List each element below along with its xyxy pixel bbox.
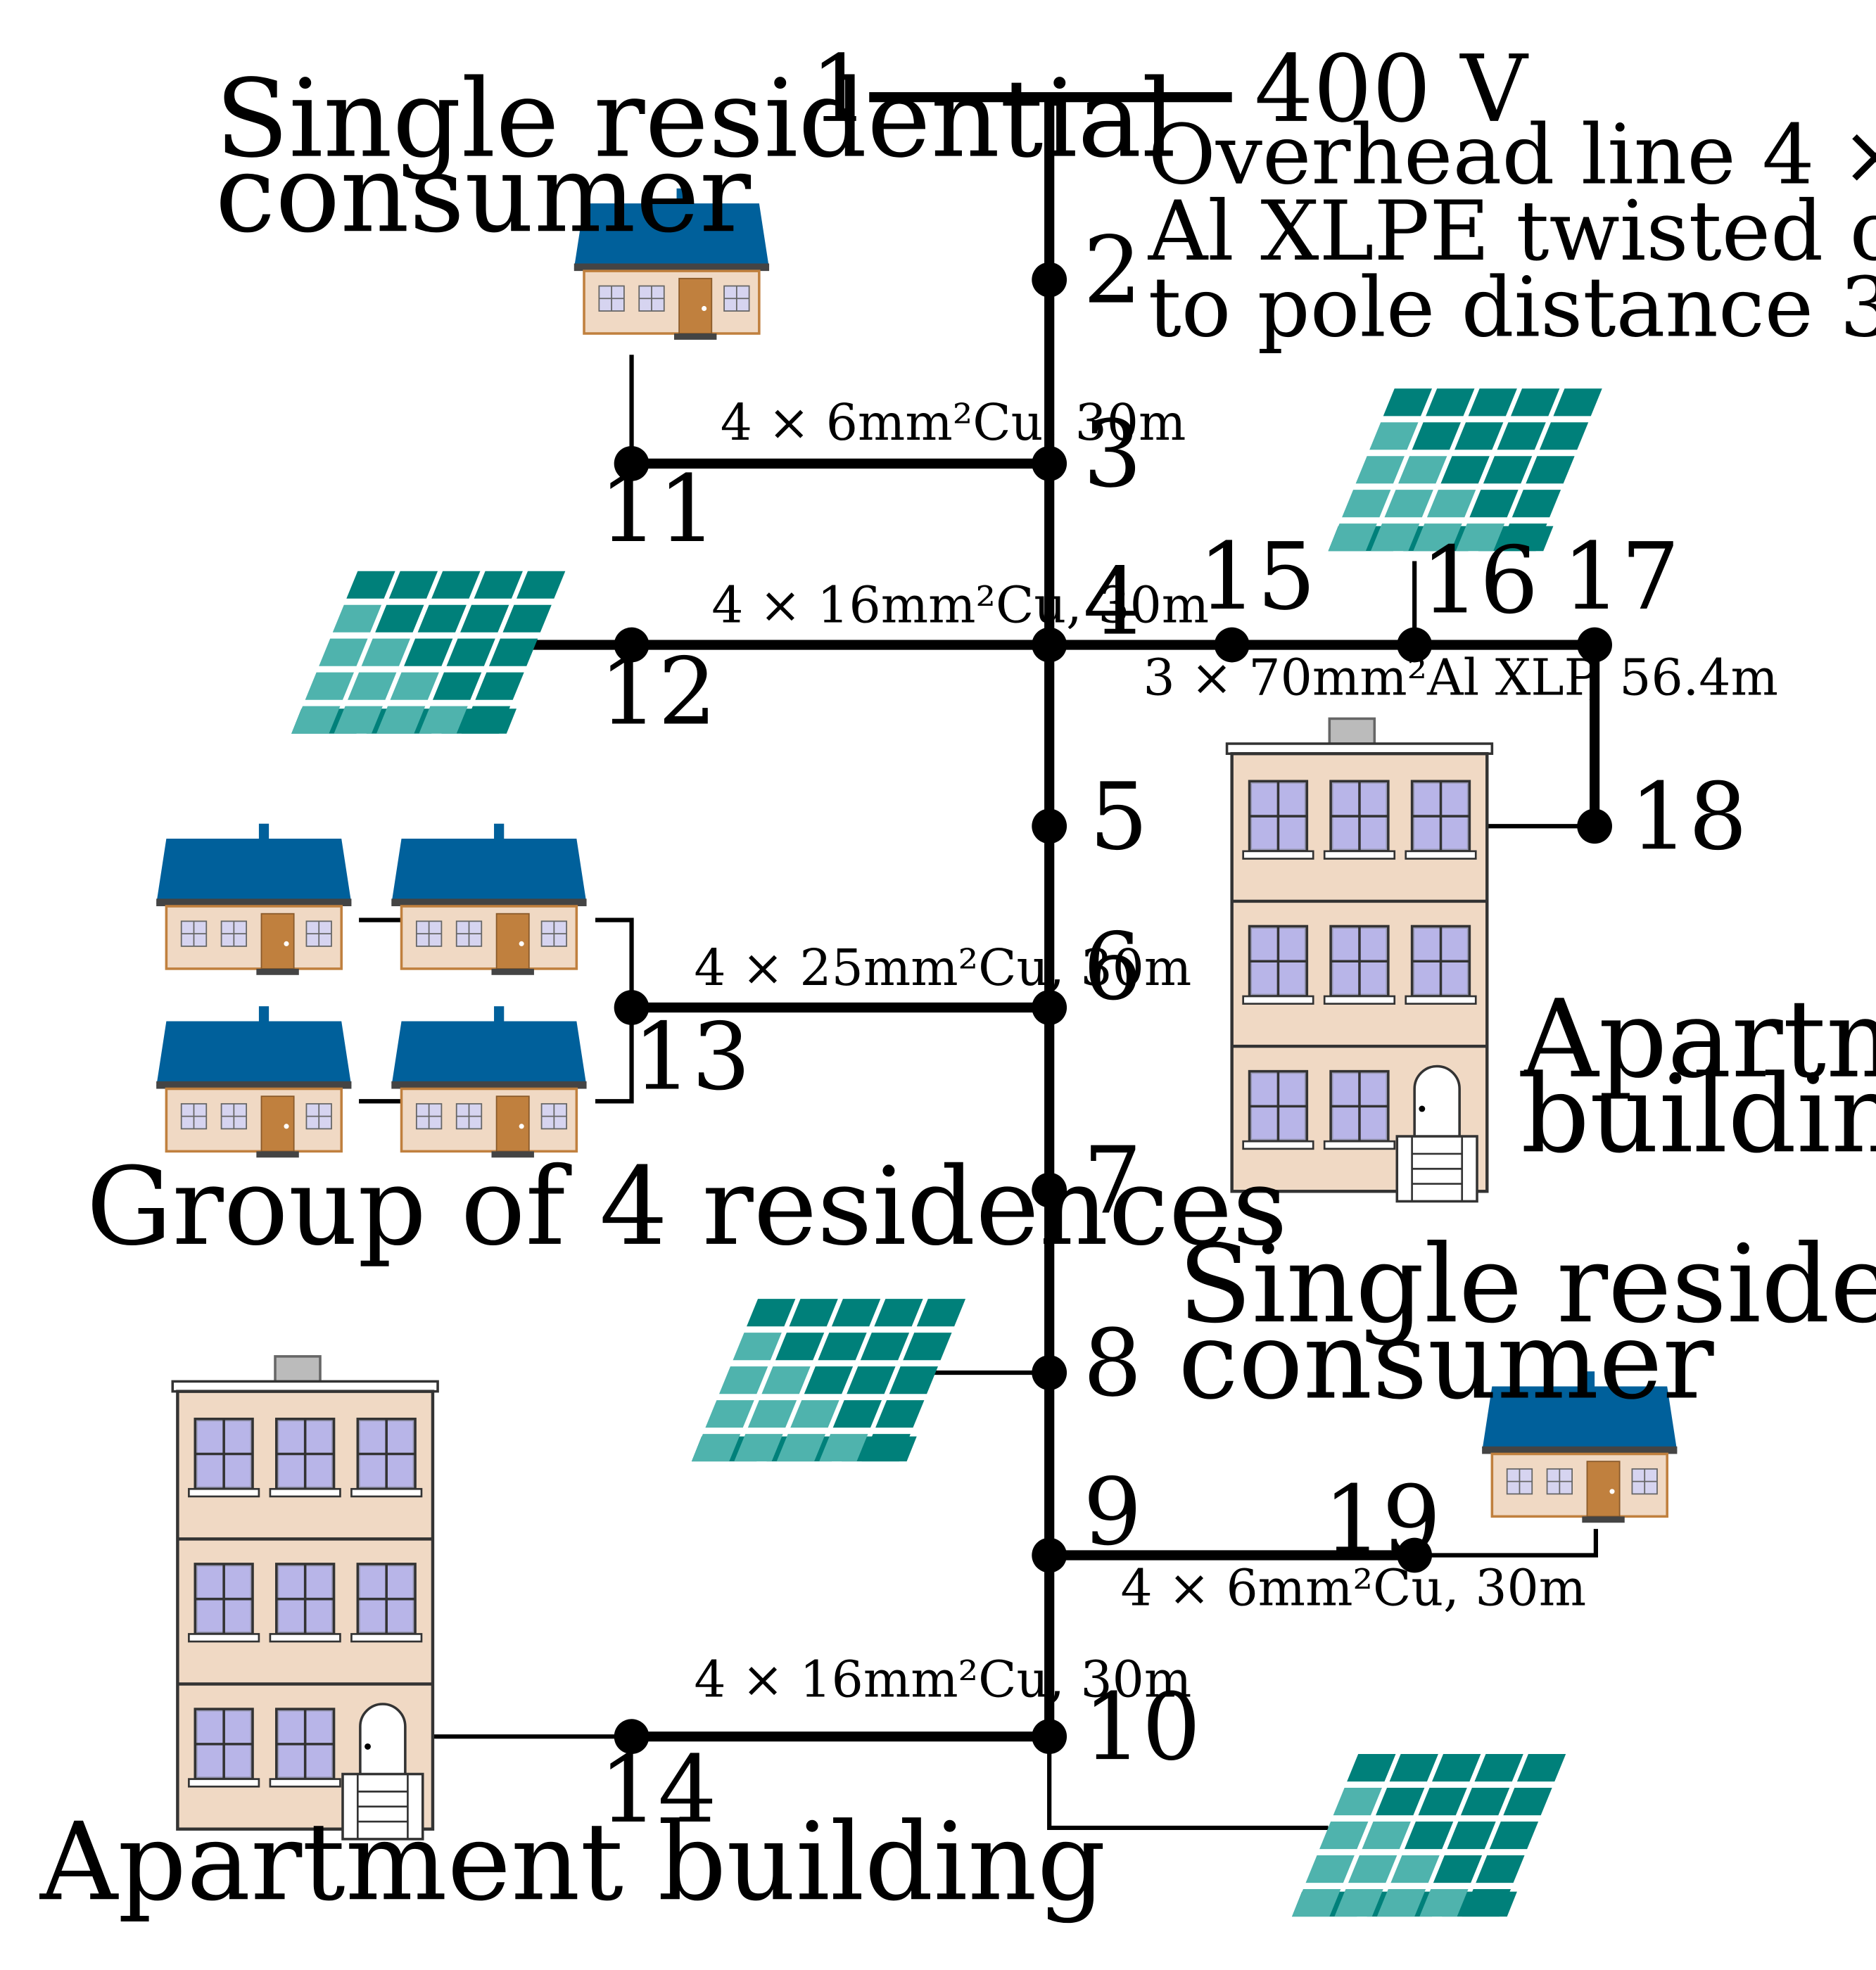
node-dot-4 [1032, 627, 1067, 663]
supply-voltage: 400 V [1255, 36, 1529, 144]
node-label-7: 7 [1083, 1127, 1142, 1235]
node-dot-9 [1032, 1537, 1067, 1573]
node-label-8: 8 [1083, 1310, 1142, 1418]
node-label-12: 12 [599, 639, 716, 746]
node-label-4: 4 [1083, 549, 1142, 656]
apartment-icon-left [172, 1356, 438, 1839]
node-dot-15 [1214, 627, 1250, 663]
node-dot-2 [1032, 262, 1067, 298]
node-label-6: 6 [1083, 914, 1142, 1022]
node-label-5: 5 [1089, 763, 1148, 871]
main-line-text-1: Overhead line 4 × 120mm² [1148, 107, 1876, 203]
cable-label-9-19: 4 × 6mm²Cu, 30m [1120, 1559, 1586, 1618]
main-line-text-3: to pole distance 35m [1148, 260, 1876, 356]
node-dot-16 [1397, 627, 1433, 663]
node-label-11: 11 [599, 456, 716, 564]
cable-label-10-14: 4 × 16mm²Cu, 30m [694, 1650, 1191, 1708]
node-label-9: 9 [1083, 1459, 1142, 1566]
label-top-single-line1: Single residential [215, 57, 1177, 182]
cable-label-3-11: 4 × 6mm²Cu, 30m [721, 393, 1186, 452]
node-dots [614, 262, 1612, 1755]
label-apartment-right-line1: Apartment [1520, 977, 1876, 1102]
node-label-1: 1 [811, 36, 870, 144]
node-label-10: 10 [1083, 1674, 1200, 1781]
node-label-14: 14 [599, 1736, 716, 1844]
node-label-16: 16 [1421, 527, 1538, 635]
cable-label-6-13: 4 × 25mm²Cu, 30m [694, 939, 1191, 997]
node-dot-6 [1032, 990, 1067, 1025]
node-dot-11 [614, 445, 649, 481]
label-group-of-residences: Group of 4 residences [87, 1145, 1288, 1270]
node-label-17: 17 [1562, 523, 1680, 631]
label-bottom-single-line2: consumer [1178, 1299, 1714, 1424]
solar-panel-icon-12 [291, 571, 566, 734]
solar-panel-icon-8 [691, 1299, 966, 1462]
cable-label-4-17: 3 × 70mm²Al XLP, 56.4m [1143, 649, 1777, 707]
node-dot-8 [1032, 1355, 1067, 1390]
node-dot-17 [1577, 627, 1612, 663]
main-line-description: Overhead line 4 × 120mm² Al XLPE twisted… [1148, 107, 1876, 356]
node-dot-18 [1577, 808, 1612, 844]
service-10-solar [1047, 1736, 1329, 1831]
node-label-2: 2 [1083, 217, 1142, 325]
node-label-3: 3 [1083, 401, 1142, 509]
apartment-icon-right [1227, 718, 1492, 1201]
node-dot-12 [614, 627, 649, 663]
solar-panel-icon-10 [1291, 1754, 1566, 1917]
node-label-15: 15 [1198, 523, 1316, 631]
node-dot-19 [1397, 1537, 1433, 1573]
house-icon-group-2 [390, 822, 588, 977]
house-icon-group-3 [155, 1005, 353, 1159]
node-dot-7 [1032, 1172, 1067, 1208]
service-19 [1414, 1529, 1598, 1558]
node-label-19: 19 [1323, 1466, 1440, 1574]
node-label-18: 18 [1630, 763, 1747, 871]
cable-label-4-12: 4 × 16mm²Cu, 30m [711, 576, 1209, 635]
house-icon-group-1 [155, 822, 353, 977]
house-icon-group-4 [390, 1005, 588, 1159]
label-apartment-right-line2: building [1521, 1052, 1876, 1177]
node-dot-5 [1032, 808, 1067, 844]
node-dot-3 [1032, 445, 1067, 481]
label-top-single-line2: consumer [215, 132, 752, 257]
node-label-13: 13 [633, 1004, 750, 1112]
node-dot-14 [614, 1719, 649, 1755]
main-line-text-2: Al XLPE twisted cable, pole [1148, 183, 1876, 279]
node-dot-10 [1032, 1719, 1067, 1755]
node-dot-13 [614, 990, 649, 1025]
label-bottom-single-line1: Single residential [1178, 1222, 1876, 1347]
label-apartment-left: Apartment building [39, 1800, 1106, 1925]
